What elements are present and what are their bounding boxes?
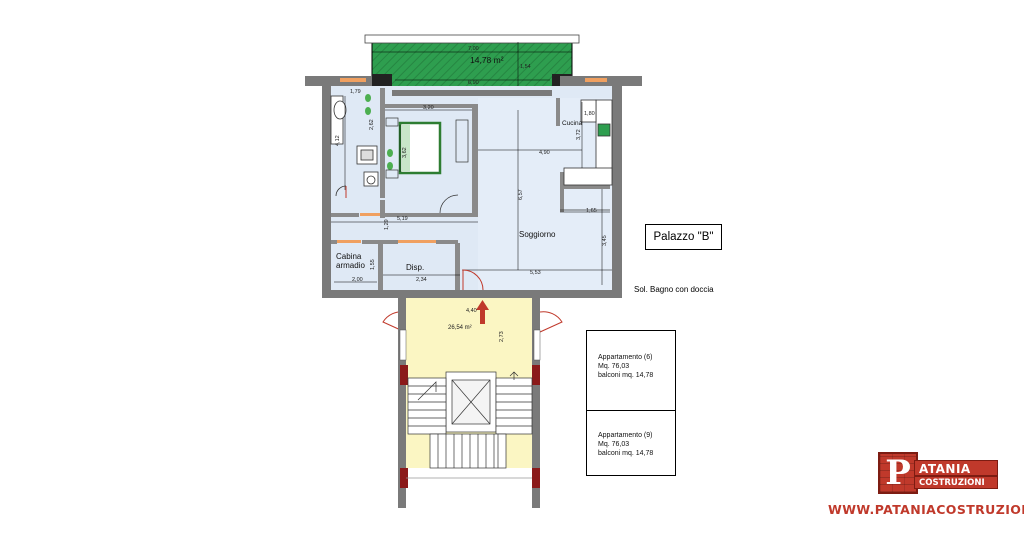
patania-logo: P ATANIA COSTRUZIONI s.r.l.: [878, 452, 998, 500]
balcony-depth: 1,54: [520, 64, 531, 70]
dim-label: 3,72: [576, 129, 582, 140]
kitchen-counter: [560, 99, 613, 211]
dim-label: 2,62: [369, 119, 375, 130]
apartment-balcony: balconi mq. 14,78: [598, 450, 654, 457]
dim-label: 1,55: [370, 259, 376, 270]
dim-label: 3,20: [423, 105, 434, 111]
apartment-area: Mq. 76,03: [598, 363, 630, 370]
dim-label: 3,62: [402, 147, 408, 158]
dim-label: 4,12: [335, 135, 341, 146]
dim-label: 1,29: [384, 219, 390, 230]
dim-label: 6,57: [518, 189, 524, 200]
dim-label: 1,80: [584, 111, 595, 117]
dim-label: 4,40: [466, 308, 477, 314]
palazzo-label: Palazzo "B": [645, 224, 722, 250]
apartment-name: Appartamento (9): [598, 432, 653, 439]
dim-label: 5,19: [397, 216, 408, 222]
room-label-cabina-2: armadio: [336, 261, 365, 270]
dim-label: 1,79: [350, 89, 361, 95]
room-label-cucina: Cucina: [562, 120, 583, 127]
interior-walls: [331, 88, 610, 290]
bathroom-fixtures: [330, 95, 379, 197]
apartment-area: Mq. 76,03: [598, 441, 630, 448]
balcony: [364, 34, 580, 98]
apartment-info-box-6: Appartamento (6) Mq. 76,03 balconi mq. 1…: [586, 330, 676, 412]
logo-letter: P: [878, 452, 918, 494]
logo-word: ATANIA: [914, 460, 998, 476]
dim-label: 4,90: [539, 150, 550, 156]
dim-label: 1,65: [586, 208, 597, 214]
balcony-width-bottom: 6,90: [468, 80, 479, 86]
landing-area: 26,54 m²: [448, 325, 472, 331]
room-label-soggiorno: Soggiorno: [519, 230, 556, 239]
double-bed: [385, 117, 469, 214]
balcony-area: 14,78 m²: [470, 55, 504, 65]
dim-label: 3,45: [602, 235, 608, 246]
bathroom-note: Sol. Bagno con doccia: [634, 285, 714, 294]
room-label-cabina-1: Cabina: [336, 252, 362, 261]
dimension-labels: 1,79 2,62 4,12 3,20 3,62 4,90 3,72 1,80 …: [335, 89, 608, 342]
bidet-toilet: [365, 94, 393, 170]
apartment-info-box-9: Appartamento (9) Mq. 76,03 balconi mq. 1…: [586, 410, 676, 476]
dim-label: 5,53: [530, 270, 541, 276]
logo-sub-text: COSTRUZIONI: [919, 478, 985, 488]
balcony-width-top: 7,00: [468, 46, 479, 52]
logo-subtitle: COSTRUZIONI s.r.l.: [914, 476, 998, 500]
dim-label: 2,00: [352, 277, 363, 283]
dim-label: 2,34: [416, 277, 427, 283]
room-label-disp: Disp.: [406, 263, 424, 272]
apartment-balcony: balconi mq. 14,78: [598, 372, 654, 379]
entrance-arrow-icon: [476, 300, 489, 324]
logo-suffix: s.r.l.: [919, 494, 930, 500]
apartment-name: Appartamento (6): [598, 354, 653, 361]
dim-label: 2,73: [499, 331, 505, 342]
stairs: [406, 371, 533, 479]
windows: [335, 78, 607, 243]
